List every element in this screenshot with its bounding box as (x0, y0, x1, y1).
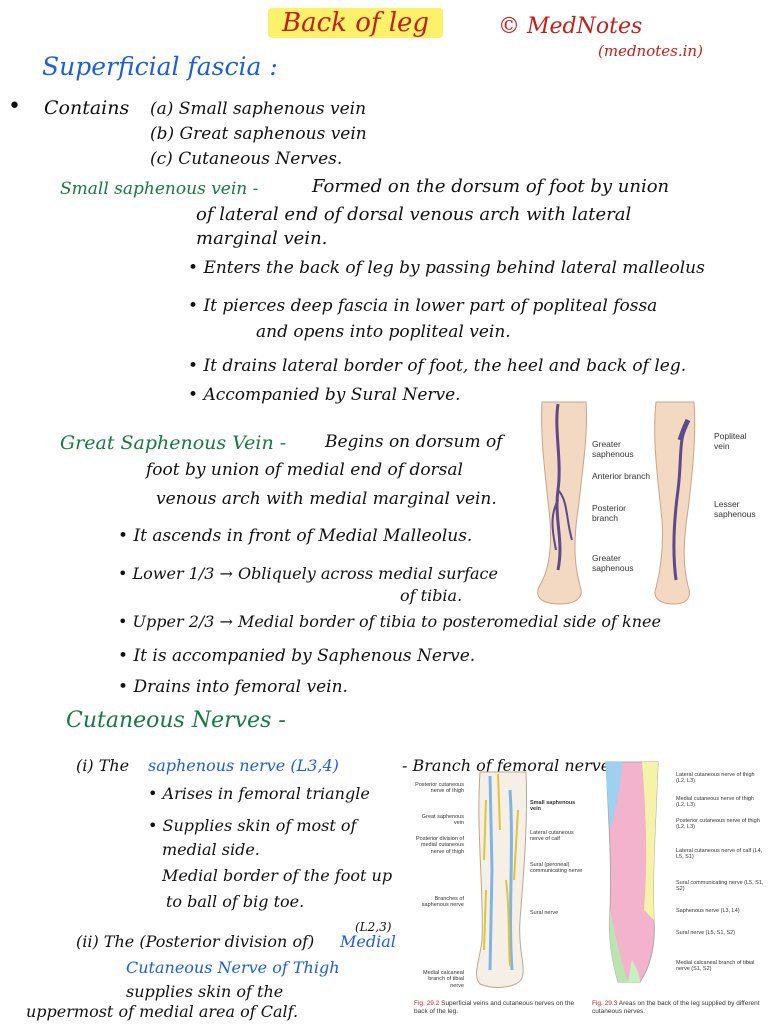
gsv-bullet-4-text: It is accompanied by Saphenous Nerve. (133, 646, 476, 666)
vein-label-posterior-branch: Posterior branch (592, 503, 627, 523)
nerve-i-bullet-1-text: Arises in femoral triangle (162, 784, 370, 803)
gsv-line-2: foot by union of medial end of dorsal (146, 460, 463, 480)
fig293-caption: Fig. 29.3 Areas on the back of the leg s… (592, 1000, 766, 1016)
fig292-caption-num: Fig. 29.2 (414, 1000, 440, 1007)
contains-label: Contains (44, 97, 130, 119)
fig292-label-4: Medial calcaneal branch of tibial nerve (423, 970, 464, 989)
vein-label-anterior-branch: Anterior branch (592, 471, 651, 481)
gsv-bullet-2-cont: of tibia. (400, 586, 463, 605)
page-title: Back of leg (268, 8, 444, 38)
veins-figure: Greater saphenous Anterior branch Poster… (528, 400, 766, 608)
fig293-label-0: Lateral cutaneous nerve of thigh (L2, L3… (676, 772, 755, 785)
fascia-item-a: (a) Small saphenous vein (150, 99, 367, 119)
fig293-label-7: Medial calcaneal branch of tibial nerve … (676, 960, 755, 973)
gsv-bullet-5: • Drains into femoral vein. (118, 677, 348, 697)
fig293-caption-text: Areas on the back of the leg supplied by… (592, 1000, 760, 1015)
nerve-i-bullet-2: • Supplies skin of most of (148, 816, 357, 835)
nerve-i-name: saphenous nerve (L3,4) (148, 756, 339, 775)
ssv-line-1: Formed on the dorsum of foot by union (312, 176, 670, 197)
ssv-heading: Small saphenous vein - (60, 179, 259, 199)
gsv-line-3: venous arch with medial marginal vein. (156, 489, 497, 509)
fascia-item-c: (c) Cutaneous Nerves. (150, 149, 343, 169)
nerves-heading: Cutaneous Nerves - (66, 708, 286, 733)
gsv-bullet-1: • It ascends in front of Medial Malleolu… (118, 526, 473, 546)
bullet: • (8, 94, 21, 119)
fig292-label-3: Branches of saphenous nerve (421, 896, 464, 909)
ssv-bullet-3-text: It drains lateral border of foot, the he… (203, 356, 687, 376)
fig292-label-1: Great saphenous vein (421, 814, 464, 827)
fascia-heading: Superficial fascia : (42, 52, 278, 81)
fig293-caption-num: Fig. 29.3 (592, 1000, 618, 1007)
nerve-ii-line-2: uppermost of medial area of Calf. (26, 1002, 299, 1021)
figure-29-3: Lateral cutaneous nerve of thigh (L2, L3… (592, 760, 766, 1024)
nerve-i-bullet-2-cont: medial side. (162, 840, 260, 859)
vein-label-lesser-saphenous: Lesser saphenous (714, 499, 756, 519)
nerve-i-line-3: Medial border of the foot up (162, 866, 393, 885)
nerve-i-bullet-2-text: Supplies skin of most of (162, 816, 357, 835)
fig293-label-4: Sural communicating nerve (L5, S1, S2) (676, 880, 764, 893)
gsv-bullet-3: • Upper 2/3 → Medial border of tibia to … (118, 612, 661, 631)
fig292-label-7: Sural (peroneal) communicating nerve (530, 862, 583, 875)
copyright-label: © MedNotes (498, 14, 643, 39)
nerves-veins-illustration (476, 771, 528, 988)
ssv-line-3: marginal vein. (196, 228, 328, 249)
figure-29-2: Posterior cutaneous nerve of thigh Great… (414, 770, 586, 1024)
nerve-i-line-4: to ball of big toe. (166, 892, 305, 911)
gsv-bullet-3-text: Upper 2/3 → Medial border of tibia to po… (132, 612, 661, 631)
vein-label-popliteal: Popliteal vein (714, 431, 747, 451)
gsv-bullet-5-text: Drains into femoral vein. (133, 677, 348, 697)
gsv-bullet-1-text: It ascends in front of Medial Malleolus. (133, 526, 473, 546)
fig292-label-0: Posterior cutaneous nerve of thigh (415, 782, 464, 795)
fig292-caption: Fig. 29.2 Superficial veins and cutaneou… (414, 1000, 586, 1016)
gsv-bullet-2: • Lower 1/3 → Obliquely across medial su… (118, 564, 498, 583)
nerve-ii-segments: (L2,3) (355, 920, 392, 934)
site-label: (mednotes.in) (598, 42, 703, 60)
ssv-bullet-3: • It drains lateral border of foot, the … (188, 356, 687, 376)
nerve-areas-illustration (605, 761, 659, 983)
nerve-ii-name-1: Medial (340, 932, 396, 951)
vein-label-greater-saphenous-lower: Greater saphenous (592, 553, 634, 573)
fig293-label-5: Saphenous nerve (L3, L4) (676, 908, 740, 914)
nerve-ii-prefix: (ii) The (Posterior division of) (76, 932, 315, 951)
fig293-label-2: Posterior cutaneous nerve of thigh (L2, … (676, 818, 760, 831)
fig293-label-6: Sural nerve (L5, S1, S2) (676, 930, 736, 936)
ssv-bullet-1-text: Enters the back of leg by passing behind… (203, 258, 705, 278)
fig293-label-1: Medial cutaneous nerve of thigh (L2, L3) (676, 796, 754, 809)
gsv-heading: Great Saphenous Vein - (60, 432, 287, 454)
nerve-i-rest: - Branch of femoral nerve. (402, 756, 616, 775)
nerve-ii-name-2: Cutaneous Nerve of Thigh (126, 958, 340, 977)
nerve-ii-line-1: supplies skin of the (126, 982, 284, 1001)
gsv-line-1: Begins on dorsum of (325, 432, 503, 452)
gsv-bullet-4: • It is accompanied by Saphenous Nerve. (118, 646, 476, 666)
fascia-item-b: (b) Great saphenous vein (150, 124, 367, 144)
veins-illustration (537, 401, 696, 605)
vein-label-greater-saphenous: Greater saphenous (592, 439, 634, 459)
ssv-bullet-2: • It pierces deep fascia in lower part o… (188, 296, 658, 316)
ssv-bullet-2-cont: and opens into popliteal vein. (256, 322, 511, 342)
ssv-bullet-1: • Enters the back of leg by passing behi… (188, 258, 705, 278)
nerve-i-bullet-1: • Arises in femoral triangle (148, 784, 370, 803)
fig293-label-3: Lateral cutaneous nerve of calf (L4, L5,… (676, 848, 763, 861)
ssv-bullet-4-text: Accompanied by Sural Nerve. (203, 385, 461, 405)
ssv-bullet-4: • Accompanied by Sural Nerve. (188, 385, 461, 405)
gsv-bullet-2-text: Lower 1/3 → Obliquely across medial surf… (132, 564, 498, 583)
fig292-label-5: Small saphenous vein (530, 800, 576, 813)
ssv-bullet-2-text: It pierces deep fascia in lower part of … (203, 296, 658, 316)
fig292-label-6: Lateral cutaneous nerve of calf (530, 830, 574, 843)
fig292-caption-text: Superficial veins and cutaneous nerves o… (414, 1000, 575, 1015)
fig292-label-8: Sural nerve (530, 910, 559, 916)
nerve-i-prefix: (i) The (76, 756, 130, 775)
ssv-line-2: of lateral end of dorsal venous arch wit… (196, 204, 632, 225)
fig292-label-2: Posterior division of medial cutaneous n… (416, 836, 464, 855)
